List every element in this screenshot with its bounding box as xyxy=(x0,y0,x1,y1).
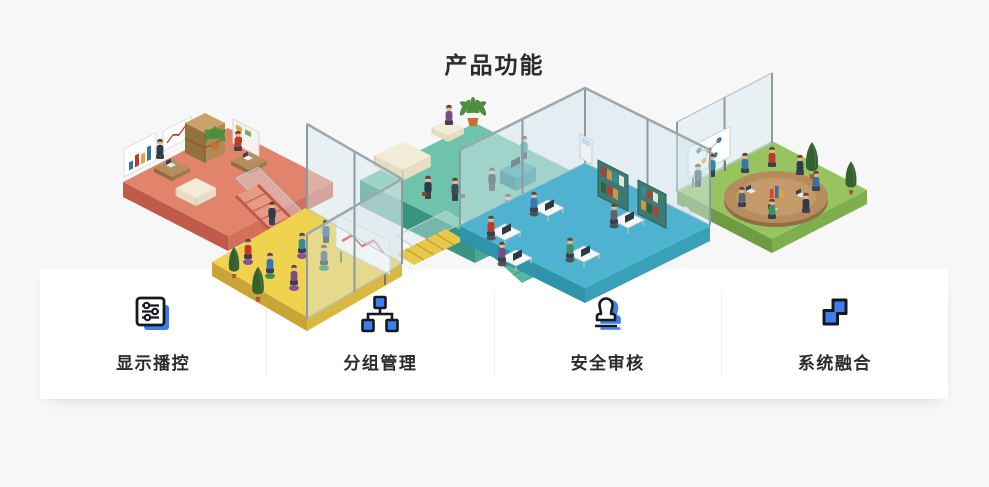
feature-label: 分组管理 xyxy=(343,354,418,373)
divider xyxy=(720,292,722,376)
platform-teal xyxy=(360,97,590,263)
feature-label: 系统融合 xyxy=(797,354,872,373)
stairs-yellow-teal xyxy=(394,210,466,265)
divider xyxy=(493,292,495,376)
security-audit-icon xyxy=(586,294,630,336)
features-card: 显示播控 分组管理 xyxy=(40,269,948,399)
page-title: 产品功能 xyxy=(444,52,545,78)
escalator xyxy=(234,166,318,256)
platform-salmon xyxy=(123,113,333,251)
feature-item-system-integration[interactable]: 系统融合 xyxy=(722,269,948,399)
feature-label: 显示播控 xyxy=(116,354,191,373)
group-management-icon xyxy=(358,294,402,336)
feature-item-display-control[interactable]: 显示播控 xyxy=(40,269,266,399)
feature-label: 安全审核 xyxy=(570,354,645,373)
system-integration-icon xyxy=(813,294,857,336)
platform-green xyxy=(676,72,867,253)
divider xyxy=(266,292,268,376)
feature-item-group-management[interactable]: 分组管理 xyxy=(267,269,493,399)
feature-item-security-audit[interactable]: 安全审核 xyxy=(495,269,721,399)
display-control-icon xyxy=(131,294,175,336)
steps-blue-green xyxy=(666,206,708,240)
